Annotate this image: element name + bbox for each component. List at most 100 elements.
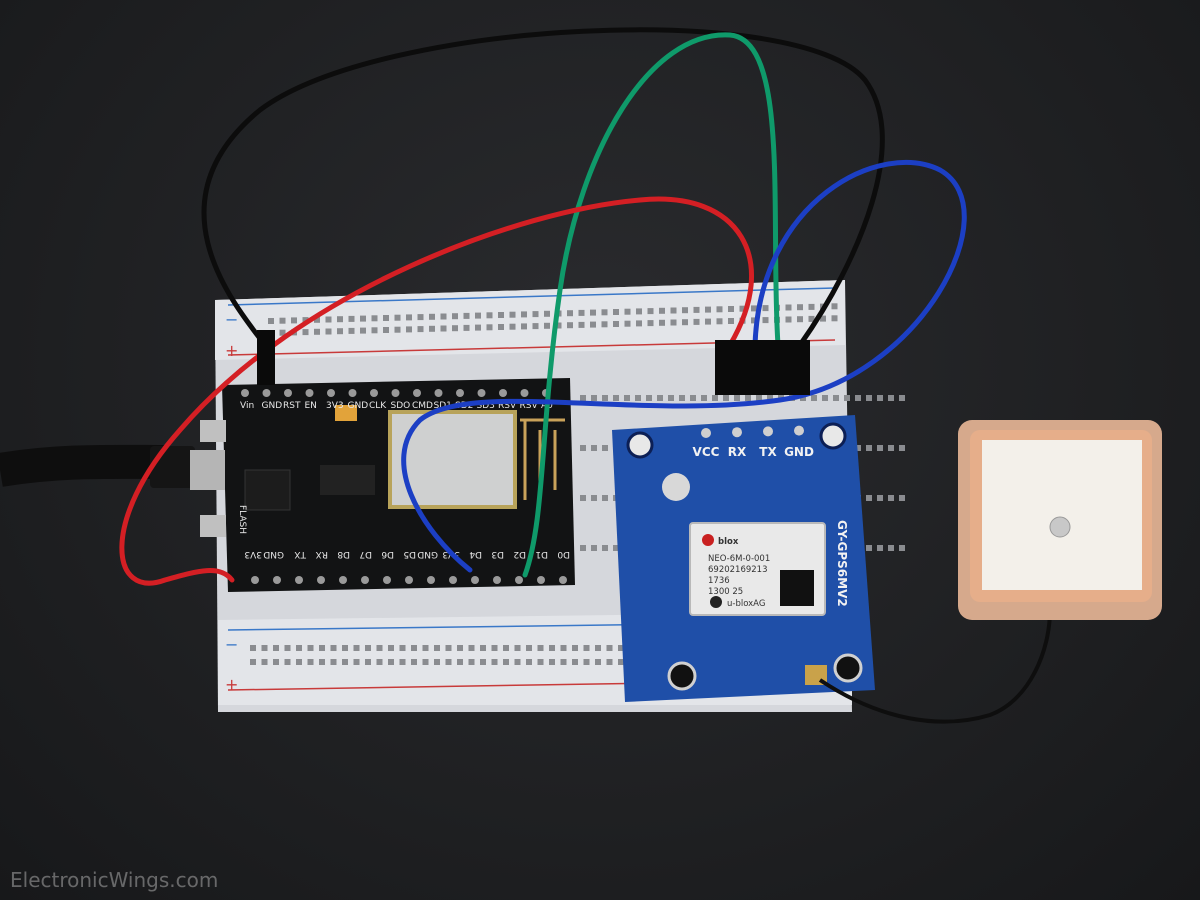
bottom-pin-label: D8 (337, 549, 350, 559)
breadboard-hole (330, 659, 337, 665)
header-pins (257, 330, 810, 395)
breadboard-hole (716, 306, 723, 313)
breadboard-hole (526, 645, 532, 651)
breadboard-hole (532, 323, 539, 330)
breadboard-hole (767, 395, 773, 401)
breadboard-hole (567, 322, 573, 329)
breadboard-hole (624, 308, 631, 315)
breadboard-hole (486, 312, 493, 319)
breadboard-hole (659, 307, 665, 314)
breadboard-hole (491, 659, 498, 665)
pin-hole (537, 576, 545, 584)
pin-hole (499, 389, 507, 397)
module-line: NEO-6M-0-001 (708, 554, 770, 564)
top-pin-label: RST (283, 401, 301, 411)
breadboard-hole (601, 321, 608, 328)
breadboard-hole (360, 315, 366, 322)
breadboard-hole (544, 310, 550, 317)
gps-pin (763, 426, 773, 437)
breadboard-hole (618, 659, 624, 665)
pin-hole (427, 576, 435, 584)
pin-hole (493, 576, 501, 584)
mount-hole (626, 431, 654, 459)
breadboard-hole (406, 314, 412, 321)
breadboard-hole (613, 321, 619, 327)
gps-patch-antenna (958, 420, 1162, 620)
pin-hole (273, 576, 281, 584)
breadboard-hole (452, 313, 458, 320)
breadboard-hole (705, 306, 711, 313)
breadboard-hole (808, 303, 815, 310)
breadboard-hole (307, 645, 314, 651)
module-brand: blox (718, 537, 739, 547)
gps-model-label: GY-GPS6MV2 (835, 520, 849, 607)
gps-pin-label: TX (759, 445, 777, 459)
breadboard-hole (475, 324, 481, 331)
breadboard-hole (590, 309, 596, 316)
usb-chip (244, 469, 291, 511)
pin-hole (391, 389, 400, 397)
pin-hole (327, 389, 335, 397)
breadboard-hole (273, 659, 279, 665)
breadboard-hole (833, 395, 839, 401)
breadboard-hole (365, 659, 371, 665)
breadboard-hole (434, 659, 440, 665)
gps-pin (794, 425, 804, 436)
breadboard-hole (866, 495, 872, 501)
pin-hole (456, 389, 464, 397)
breadboard-hole (503, 645, 509, 651)
pin-hole (361, 576, 369, 584)
breadboard-hole (514, 659, 521, 665)
pin-hole (434, 389, 443, 397)
breadboard-hole (491, 645, 498, 651)
breadboard-hole (888, 395, 894, 401)
reset-button[interactable] (200, 420, 226, 442)
breadboard-hole (480, 645, 486, 651)
pin-hole (262, 389, 271, 397)
breadboard-hole (514, 645, 521, 651)
breadboard-hole (537, 645, 544, 651)
breadboard-hole (866, 395, 872, 401)
bottom-pin-label: RX (316, 549, 328, 559)
bottom-pin-label: D6 (381, 549, 394, 559)
gps-pin (732, 427, 742, 438)
breadboard-hole (705, 318, 711, 325)
top-pin-label: 3V3 (326, 401, 344, 411)
breadboard-hole (353, 645, 360, 651)
datamatrix-code (780, 570, 814, 606)
breadboard-hole (811, 395, 817, 401)
breadboard-hole (445, 659, 452, 665)
flash-button[interactable] (200, 515, 226, 537)
breadboard-hole (624, 320, 631, 327)
breadboard-hole (429, 325, 435, 332)
gps-pin (701, 428, 711, 438)
breadboard-hole (268, 318, 274, 324)
breadboard-hole (602, 395, 608, 401)
mount-hole (819, 422, 847, 450)
breadboard-hole (273, 645, 279, 651)
breadboard-hole (785, 316, 792, 323)
breadboard-hole (371, 327, 378, 334)
breadboard-hole (279, 317, 286, 324)
pin-hole (471, 576, 479, 584)
svg-text:−: − (225, 635, 238, 654)
breadboard-hole (831, 303, 838, 310)
bottom-pin-label: GND (263, 549, 284, 559)
breadboard-hole (383, 315, 389, 321)
breadboard-hole (486, 324, 493, 331)
pin-hole (339, 576, 347, 584)
breadboard-hole (261, 645, 268, 651)
breadboard-hole (877, 395, 883, 401)
breadboard-hole (509, 323, 516, 330)
breadboard-hole (291, 317, 297, 324)
breadboard-hole (888, 495, 894, 501)
breadboard-hole (701, 395, 707, 401)
breadboard-hole (578, 321, 585, 328)
breadboard-hole (855, 445, 861, 451)
breadboard-hole (602, 545, 608, 551)
svg-text:−: − (225, 310, 238, 329)
usb-cable (0, 444, 171, 487)
breadboard-hole (319, 659, 325, 665)
